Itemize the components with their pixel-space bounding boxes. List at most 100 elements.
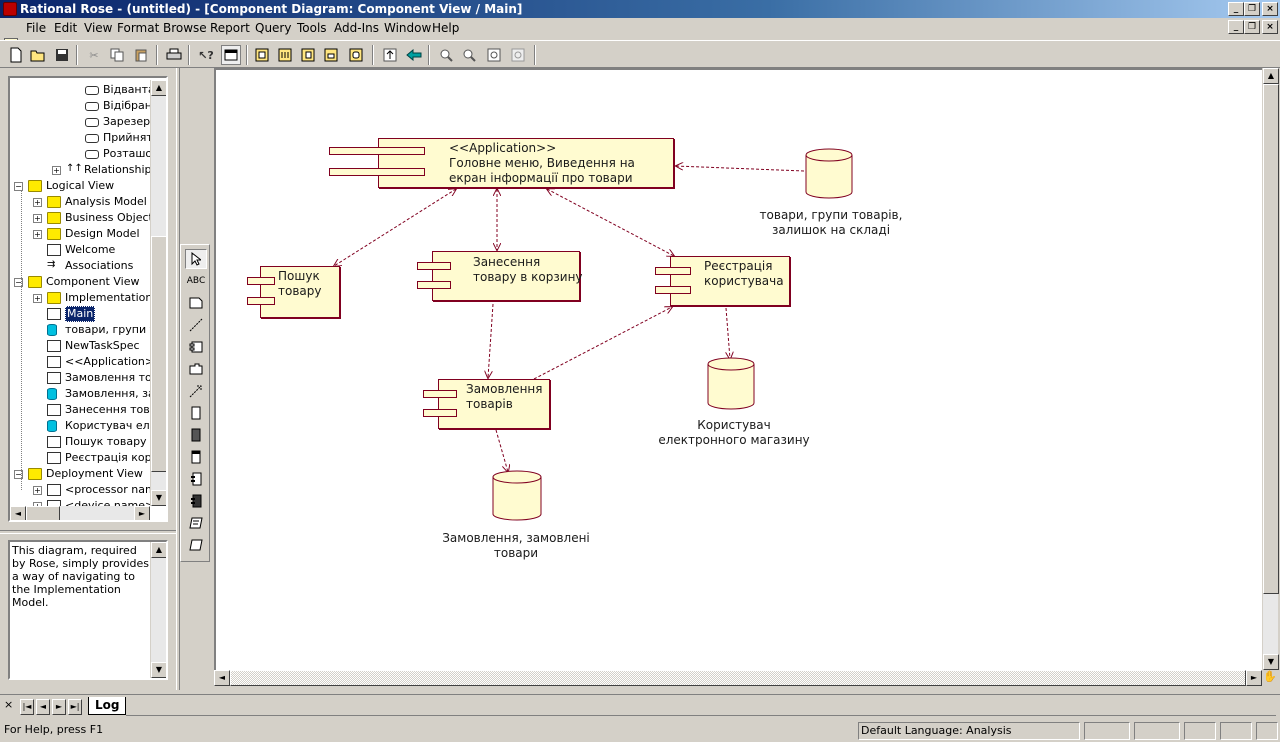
tree-item[interactable]: Відвантажен	[10, 82, 150, 98]
tab-next-icon[interactable]: ►	[52, 699, 66, 715]
component-application[interactable]: <<Application>> Головне меню, Виведення …	[329, 138, 674, 188]
doc-close-button[interactable]: ×	[1262, 20, 1278, 34]
scroll-thumb[interactable]	[151, 236, 166, 472]
print-icon[interactable]	[164, 45, 184, 65]
menu-edit[interactable]: Edit	[54, 21, 78, 35]
horizontal-splitter[interactable]	[0, 530, 176, 534]
dependency-icon[interactable]	[185, 381, 207, 401]
browse-parent-icon[interactable]	[380, 45, 400, 65]
zoom-in-icon[interactable]	[436, 45, 456, 65]
tab-first-icon[interactable]: |◄	[20, 699, 34, 715]
close-button[interactable]: ×	[1262, 2, 1278, 16]
task-body-icon[interactable]	[185, 535, 207, 555]
tree-item[interactable]: Замовлення, за	[10, 386, 150, 402]
tree-item[interactable]: NewTaskSpec	[10, 338, 150, 354]
browse-deployment-diagram-icon[interactable]	[321, 45, 341, 65]
component-tool-icon[interactable]	[185, 337, 207, 357]
doc-restore-button[interactable]: ❐	[1244, 20, 1260, 34]
menu-add-ins[interactable]: Add-Ins	[334, 21, 379, 35]
new-icon[interactable]	[6, 45, 26, 65]
fit-in-window-icon[interactable]	[484, 45, 504, 65]
hand-icon[interactable]: ✋	[1263, 670, 1277, 683]
tree-item[interactable]: Користувач еле	[10, 418, 150, 434]
documentation-text[interactable]: This diagram, required by Rose, simply p…	[12, 544, 149, 609]
tree-item[interactable]: −Deployment View	[10, 466, 150, 482]
database-order-icon[interactable]	[492, 470, 544, 522]
tree-item[interactable]: −Component View	[10, 274, 150, 290]
scroll-down-button[interactable]: ▼	[151, 490, 166, 506]
tree-expander-icon[interactable]: −	[14, 278, 23, 287]
scroll-left-button[interactable]: ◄	[10, 506, 26, 520]
tree-item[interactable]: +Implementation M	[10, 290, 150, 306]
diagram-canvas[interactable]: <<Application>> Головне меню, Виведення …	[214, 68, 1262, 670]
component-user-registration[interactable]: Реєстрація користувача	[655, 256, 790, 306]
tree-expander-icon[interactable]: +	[33, 294, 42, 303]
canvas-scroll-up-button[interactable]: ▲	[1263, 68, 1279, 84]
tree-expander-icon[interactable]: +	[33, 486, 42, 495]
canvas-vscroll-thumb[interactable]	[1263, 84, 1279, 594]
canvas-scroll-down-button[interactable]: ▼	[1263, 654, 1279, 670]
component-add-to-cart[interactable]: Занесення товару в корзину	[417, 251, 583, 301]
doc-scroll-up-button[interactable]: ▲	[151, 542, 166, 558]
browse-class-diagram-icon[interactable]	[252, 45, 272, 65]
copy-icon[interactable]	[107, 45, 127, 65]
undo-fit-icon[interactable]	[508, 45, 528, 65]
tree-expander-icon[interactable]: −	[14, 182, 23, 191]
documentation-window[interactable]: This diagram, required by Rose, simply p…	[8, 540, 168, 680]
tree-item[interactable]: Пошук товару	[10, 434, 150, 450]
context-help-icon[interactable]: ↖?	[198, 48, 214, 62]
text-box-tool[interactable]: ABC	[186, 276, 206, 286]
open-icon[interactable]	[28, 45, 48, 65]
tree-item[interactable]: +↑↑Relationships	[10, 162, 150, 178]
note-icon[interactable]	[185, 293, 207, 313]
tree-expander-icon[interactable]: +	[52, 166, 61, 175]
tree-item[interactable]: ⇉Associations	[10, 258, 150, 274]
selection-arrow-icon[interactable]	[185, 249, 207, 269]
canvas-scroll-right-button[interactable]: ►	[1246, 670, 1262, 686]
menu-query[interactable]: Query	[255, 21, 292, 35]
scroll-up-button[interactable]: ▲	[151, 80, 166, 96]
browse-interaction-diagram-icon[interactable]	[275, 45, 295, 65]
menu-format[interactable]: Format	[117, 21, 160, 35]
minimize-button[interactable]: _	[1228, 2, 1244, 16]
save-icon[interactable]	[52, 45, 72, 65]
tree-expander-icon[interactable]: −	[14, 470, 23, 479]
scroll-right-button[interactable]: ►	[134, 506, 150, 520]
doc-minimize-button[interactable]: _	[1228, 20, 1244, 34]
pane-splitter[interactable]	[176, 68, 180, 690]
tree-item[interactable]: Реєстрація кори	[10, 450, 150, 466]
anchor-note-icon[interactable]	[185, 315, 207, 335]
subprogram-body-icon[interactable]	[185, 447, 207, 467]
menu-file[interactable]: File	[26, 21, 47, 35]
canvas-vertical-scrollbar[interactable]: ▲ ▼	[1262, 68, 1279, 670]
component-goods-order[interactable]: Замовлення товарів	[423, 379, 550, 429]
subprogram-spec-icon[interactable]	[185, 425, 207, 445]
tree-vertical-scrollbar[interactable]: ▲ ▼	[150, 80, 166, 506]
tree-item[interactable]: +Design Model	[10, 226, 150, 242]
package-body-icon[interactable]	[185, 491, 207, 511]
tab-last-icon[interactable]: ►|	[68, 699, 82, 715]
tree-item[interactable]: <<Application>>	[10, 354, 150, 370]
tab-log[interactable]: Log	[88, 697, 127, 715]
browse-previous-icon[interactable]	[404, 45, 424, 65]
zoom-out-icon[interactable]	[459, 45, 479, 65]
tree-item[interactable]: Розташован	[10, 146, 150, 162]
tree-item[interactable]: Main	[10, 306, 150, 322]
tree-item[interactable]: Занесення това	[10, 402, 150, 418]
tree-horizontal-scrollbar[interactable]: ◄ ►	[10, 506, 150, 520]
tree-item[interactable]: +<processor name	[10, 482, 150, 498]
menu-view[interactable]: View	[84, 21, 113, 35]
doc-vertical-scrollbar[interactable]: ▲ ▼	[150, 542, 166, 678]
doc-scroll-down-button[interactable]: ▼	[151, 662, 166, 678]
tab-prev-icon[interactable]: ◄	[36, 699, 50, 715]
menu-tools[interactable]: Tools	[297, 21, 327, 35]
tree-item[interactable]: +Business Object	[10, 210, 150, 226]
database-user-icon[interactable]	[707, 357, 757, 411]
close-log-icon[interactable]: ×	[4, 698, 14, 711]
component-search[interactable]: Пошук товару	[247, 266, 340, 318]
main-program-icon[interactable]	[185, 403, 207, 423]
tree-item[interactable]: Відібраний	[10, 98, 150, 114]
view-doc-icon[interactable]	[221, 45, 241, 65]
tree-item[interactable]: +Analysis Model	[10, 194, 150, 210]
paste-icon[interactable]	[131, 45, 151, 65]
